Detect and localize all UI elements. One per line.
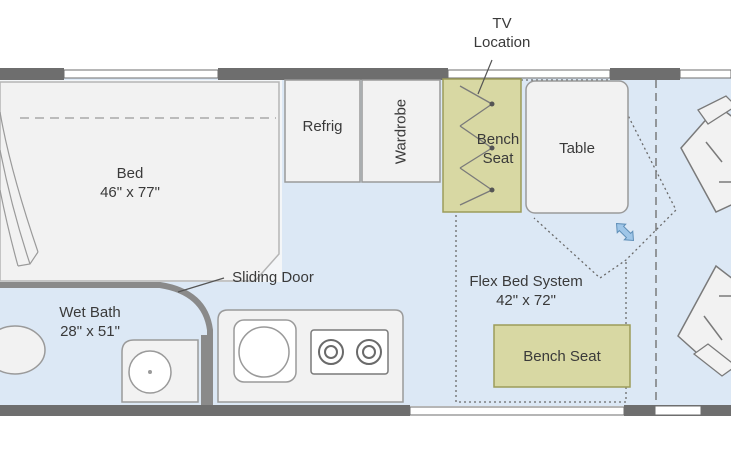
bench-seat-upper-line1: Bench [476, 131, 520, 148]
tv-bracket-icon [459, 85, 493, 206]
sliding-door-pointer [177, 277, 225, 293]
bench-seat-upper-line2: Seat [482, 150, 514, 167]
wet-bath-name: Wet Bath [59, 304, 121, 321]
entry-door-gap [654, 405, 702, 416]
bed-mattress [0, 81, 280, 282]
window-bottom [409, 406, 625, 416]
wardrobe-label: Wardrobe [392, 98, 410, 165]
bench-seat-upper-label: Bench Seat [460, 130, 536, 168]
wet-bath-size: 28" x 51" [60, 323, 120, 340]
bench-seat-upper [442, 78, 522, 213]
wardrobe-cabinet [361, 79, 441, 183]
bed-sheet-fold [0, 111, 39, 267]
sliding-door-label: Sliding Door [232, 269, 314, 286]
kitchen-sink-basin [238, 326, 290, 378]
flex-bed-outline [455, 79, 677, 403]
bath-wall [0, 282, 213, 405]
refrigerator-cabinet [284, 79, 361, 183]
tv-location-pointer [477, 59, 493, 95]
cooktop-burner [318, 339, 382, 365]
flex-bed-label: Flex Bed System 42" x 72" [456, 272, 596, 310]
window-top [63, 69, 731, 79]
tv-bracket-joint [489, 101, 495, 193]
dinette-table [525, 80, 629, 214]
cab-seat-upper [680, 95, 731, 213]
table-move-arrow [615, 222, 635, 242]
bench-seat-lower [493, 324, 631, 388]
exterior-wall-top [0, 68, 680, 80]
bench-seat-lower-label: Bench Seat [523, 348, 601, 365]
flex-bed-size: 42" x 72" [496, 292, 556, 309]
table-label: Table [559, 140, 595, 157]
sliding-door-panel [201, 335, 207, 405]
flex-bed-name: Flex Bed System [469, 273, 583, 290]
toilet-fixture [0, 325, 46, 375]
cooktop [310, 329, 389, 375]
refrigerator-label: Refrig [302, 118, 343, 135]
bed-label: Bed 46" x 77" [60, 164, 200, 202]
bed-size: 46" x 77" [100, 184, 160, 201]
tv-location-label: TV Location [462, 14, 542, 52]
wet-bath-label: Wet Bath 28" x 51" [38, 303, 142, 341]
tv-location-line2: Location [473, 34, 531, 51]
cab-seat-lower [677, 264, 731, 377]
bath-sink-drain [148, 370, 152, 374]
bed-name: Bed [116, 165, 144, 182]
tv-location-line1: TV [492, 15, 512, 32]
